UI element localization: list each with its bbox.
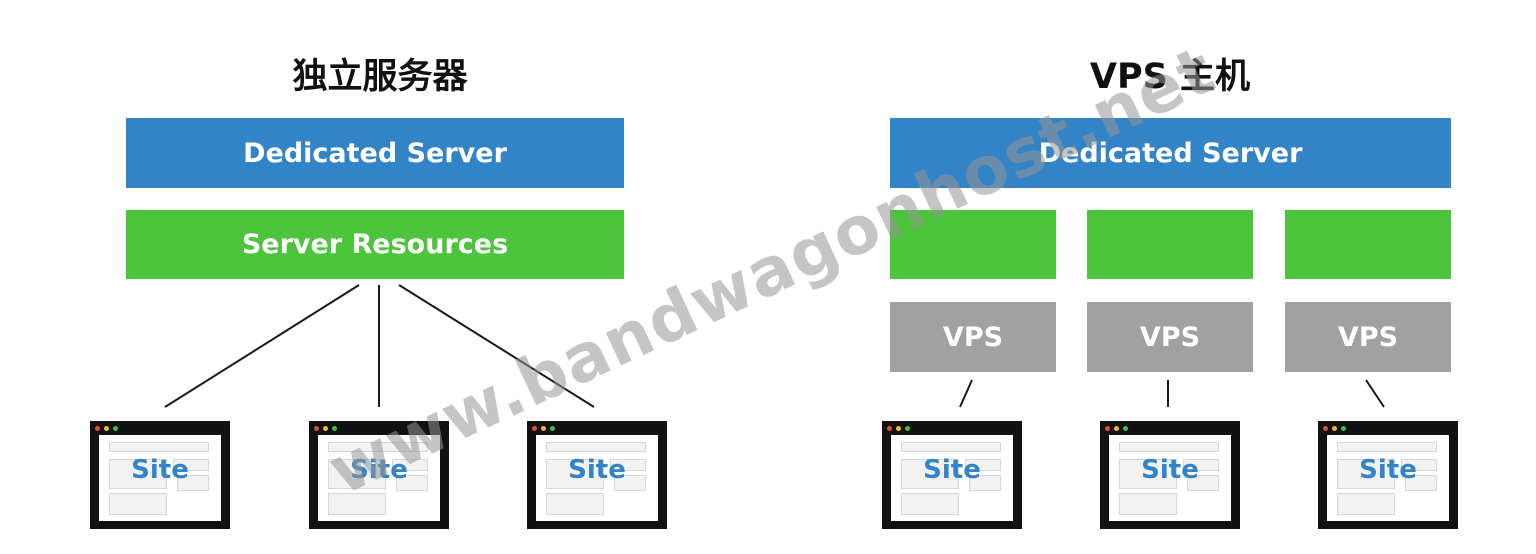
- vps-resource-block-1: [890, 210, 1056, 279]
- vps-block-1: VPS: [890, 302, 1056, 372]
- site-label: Site: [1359, 455, 1417, 485]
- vps-resource-block-3: [1285, 210, 1451, 279]
- site-window-left-3: Site: [527, 421, 667, 529]
- vps-block-3: VPS: [1285, 302, 1451, 372]
- site-label: Site: [568, 455, 626, 485]
- site-label: Site: [131, 455, 189, 485]
- right-dedicated-server-bar: Dedicated Server: [890, 118, 1451, 188]
- site-label: Site: [923, 455, 981, 485]
- site-window-right-2: Site: [1100, 421, 1240, 529]
- connector-line: [164, 284, 360, 408]
- vps-resource-block-2: [1087, 210, 1253, 279]
- connector-line: [398, 284, 595, 408]
- server-resources-bar: Server Resources: [126, 210, 624, 279]
- vps-block-2: VPS: [1087, 302, 1253, 372]
- dedicated-title: 独立服务器: [292, 57, 468, 97]
- site-window-left-1: Site: [90, 421, 230, 529]
- connector-line: [959, 379, 973, 408]
- vps-title: VPS 主机: [1089, 57, 1251, 97]
- site-window-right-3: Site: [1318, 421, 1458, 529]
- site-window-left-2: Site: [309, 421, 449, 529]
- site-window-right-1: Site: [882, 421, 1022, 529]
- site-label: Site: [1141, 455, 1199, 485]
- left-dedicated-server-bar: Dedicated Server: [126, 118, 624, 188]
- connector-line: [1365, 379, 1385, 408]
- site-label: Site: [350, 455, 408, 485]
